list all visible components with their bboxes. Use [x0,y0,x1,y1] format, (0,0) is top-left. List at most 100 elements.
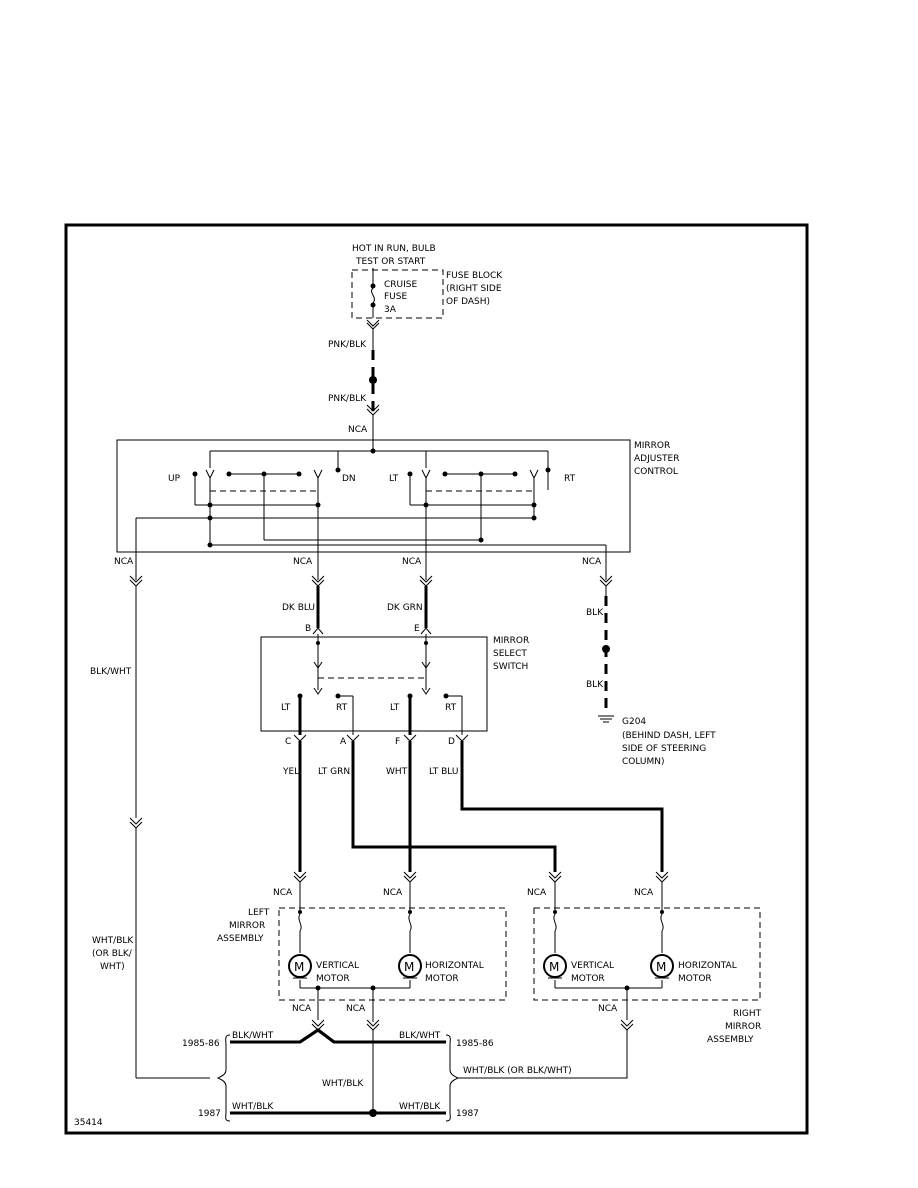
wire-label-wht: WHT [386,767,408,777]
connector-label-dk-blu: NCA [293,557,313,567]
connector-label-adjuster-top: NCA [348,425,368,435]
motor-icon: M [543,954,567,979]
wire-label-pnk-blk-1: PNK/BLK [328,340,367,350]
adjuster-title-line2: ADJUSTER [634,454,679,464]
select-pin-b: B [305,624,311,634]
ground-id: G204 [622,717,646,727]
splice-blk [602,645,610,653]
wire-label-blk-wht-left: BLK/WHT [232,1031,274,1041]
left-vertical-label: VERTICAL [316,961,359,971]
year-1987-right: 1987 [456,1109,479,1119]
adjuster-control-box [116,439,631,553]
connector-left-inline [129,817,143,829]
adjuster-title-line1: MIRROR [634,441,670,451]
fuse-hot-line2: TEST OR START [355,257,426,267]
right-mirror-internals [553,882,664,1020]
ground-line3: COLUMN) [622,757,665,767]
wire-label-wht-blk-1987-right: WHT/BLK [399,1102,441,1112]
year-1987-left: 1987 [198,1109,221,1119]
year-1985-86-right: 1985-86 [456,1039,494,1049]
connector-fuse [366,319,380,330]
splice-pnk-blk [369,376,377,384]
connectors-select-bottom [293,734,469,742]
fuse-hot-line1: HOT IN RUN, BULB [352,244,436,254]
fuse-rating: 3A [384,305,397,315]
select-label-lt-2: LT [390,703,400,713]
right-mirror-box [533,907,761,1001]
wire-label-blk-wht: BLK/WHT [90,667,132,677]
left-horizontal-motor: MOTOR [425,974,459,984]
wire-label-lt-blu: LT BLU [429,767,458,777]
wire-label-wht-blk-or-3: WHT) [100,962,125,972]
svg-text:M: M [294,960,304,974]
connectors-mirror-outputs [311,1019,634,1031]
adjuster-internals [135,448,607,580]
fuse-block-line3: OF DASH) [446,297,490,307]
fuse-symbol [370,268,376,318]
ground-line2: SIDE OF STEERING [622,744,706,754]
adjuster-label-lt: LT [389,474,399,484]
right-vertical-motor: MOTOR [571,974,605,984]
connector-label-wht: NCA [383,888,403,898]
wire-label-wht-blk-1987-left: WHT/BLK [232,1102,274,1112]
select-pin-a: A [340,737,347,747]
left-mirror-box [278,907,507,1001]
adjuster-label-up: UP [168,474,181,484]
wire-label-blk-wht-right: BLK/WHT [399,1031,441,1041]
select-switch-box [260,636,488,732]
wire-label-pnk-blk-2: PNK/BLK [328,394,367,404]
adjuster-label-dn: DN [342,474,356,484]
left-mirror-line1: LEFT [248,908,270,918]
select-label-rt-2: RT [445,703,457,713]
ground-line1: (BEHIND DASH, LEFT [622,731,716,741]
adjuster-title-line3: CONTROL [634,467,678,477]
right-mirror-line3: ASSEMBLY [707,1035,754,1045]
svg-text:M: M [656,960,666,974]
svg-text:M: M [404,960,414,974]
right-mirror-line2: MIRROR [725,1022,761,1032]
select-title-line3: SWITCH [493,662,528,672]
ground-crossover-1985-86 [230,1028,446,1044]
select-label-rt-1: RT [336,703,348,713]
connector-label-blk: NCA [582,557,602,567]
right-horizontal-label: HORIZONTAL [678,961,737,971]
connector-label-left-gnd2: NCA [346,1004,366,1014]
right-mirror-line1: RIGHT [733,1009,762,1019]
connector-label-lt-grn: NCA [527,888,547,898]
left-horizontal-label: HORIZONTAL [425,961,484,971]
left-mirror-line3: ASSEMBLY [217,934,264,944]
year-1985-86-left: 1985-86 [182,1039,220,1049]
left-mirror-line2: MIRROR [229,921,265,931]
wires-to-mirrors [298,741,664,872]
figure-id: 35414 [74,1118,103,1128]
wire-label-wht-blk-or-blk-wht: WHT/BLK (OR BLK/WHT) [463,1066,572,1076]
left-mirror-internals [298,882,412,1022]
wire-label-dk-grn: DK GRN [387,603,423,613]
motor-icon: M [398,954,422,979]
select-title-line1: MIRROR [493,636,529,646]
splice-1987 [369,1109,377,1117]
fuse-name-line1: CRUISE [384,280,417,290]
connector-label-lt-blu: NCA [634,888,654,898]
right-horizontal-motor: MOTOR [678,974,712,984]
connector-label-right-gnd: NCA [598,1004,618,1014]
select-pin-c: C [285,737,291,747]
connectors-adjuster-bottom [129,575,613,587]
wire-label-blk-2: BLK [586,680,604,690]
connector-label-dk-grn: NCA [402,557,422,567]
adjuster-label-rt: RT [564,474,576,484]
connector-label-yel: NCA [273,888,293,898]
wire-label-wht-blk-or-2: (OR BLK/ [92,949,133,959]
wire-label-lt-grn: LT GRN [318,767,350,777]
ground-symbol [598,715,614,723]
select-label-lt-1: LT [281,703,291,713]
left-vertical-motor: MOTOR [316,974,350,984]
diagram-frame [64,223,809,1135]
wire-label-dk-blu: DK BLU [282,603,315,613]
fuse-name-line2: FUSE [384,292,407,302]
connector-label-blk-wht: NCA [114,557,134,567]
wire-label-yel: YEL [282,767,299,777]
select-title-line2: SELECT [493,649,527,659]
select-switch-internals [297,634,463,735]
